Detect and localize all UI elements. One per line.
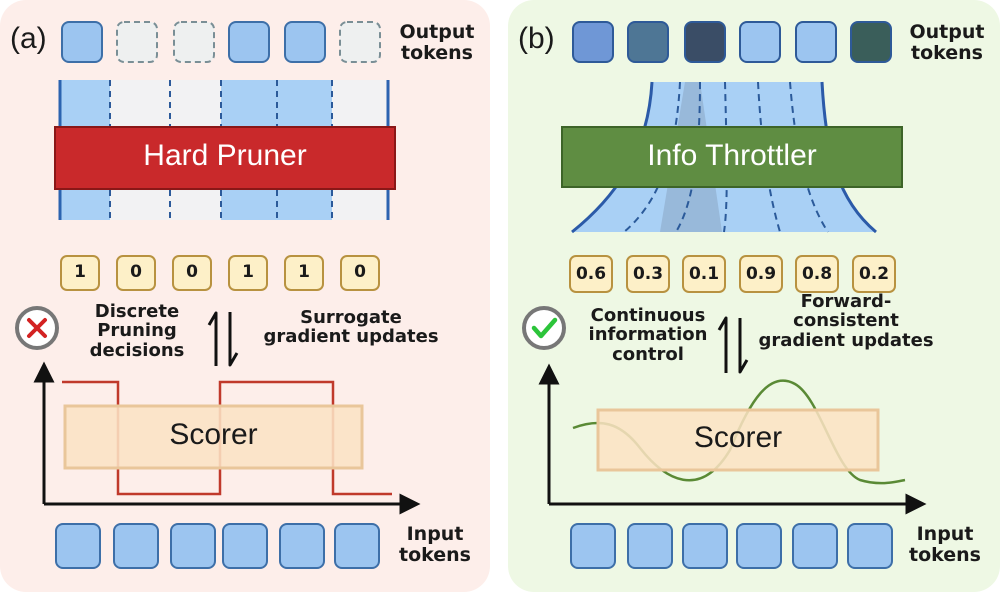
score-value: 0.1: [688, 264, 720, 284]
score-value: 0.3: [632, 264, 664, 284]
output-tokens-label-a: Output tokens: [399, 21, 475, 64]
hard-pruner-bar: [54, 126, 396, 190]
score-boxes-a: [60, 255, 380, 291]
score-value: 0: [354, 262, 366, 282]
gradient-arrows-b: [717, 316, 749, 374]
check-icon: [522, 306, 566, 350]
cross-icon: [15, 306, 59, 350]
scorer-label-b: Scorer: [693, 421, 783, 454]
score-value: 1: [298, 262, 310, 282]
axes-b: [538, 363, 927, 515]
score-value: 0: [130, 262, 142, 282]
token-box: [228, 21, 270, 63]
output-tokens-b: [572, 21, 892, 63]
input-tokens-a: [55, 523, 380, 569]
token-box-pruned: [116, 21, 158, 63]
scorer-box-b: [596, 408, 880, 472]
info-throttler-label: Info Throttler: [647, 139, 817, 172]
gradient-arrows-a: [207, 311, 239, 367]
forward-consistent-gradient-note: Forward- consistent gradient updates: [758, 291, 934, 351]
hard-pruner-label: Hard Pruner: [143, 139, 307, 172]
info-throttler-bar: [561, 126, 903, 188]
surrogate-gradient-note: Surrogate gradient updates: [263, 307, 439, 348]
token-box-pruned: [339, 21, 381, 63]
score-value: 0.2: [858, 264, 890, 284]
token-box: [61, 21, 103, 63]
discrete-decisions-note: Discrete Pruning decisions: [89, 301, 185, 361]
score-boxes-b: [569, 255, 896, 293]
scorer-label-a: Scorer: [169, 418, 258, 451]
score-value: 1: [74, 262, 86, 282]
token-box-pruned: [173, 21, 215, 63]
score-value: 1: [242, 262, 254, 282]
axes-a: [33, 361, 421, 515]
token-box: [284, 21, 326, 63]
score-value: 0.8: [801, 264, 833, 284]
input-tokens-label-a: Input tokens: [399, 523, 471, 566]
input-tokens-label-b: Input tokens: [909, 523, 981, 566]
input-tokens-b: [570, 523, 893, 569]
output-tokens-label-b: Output tokens: [909, 21, 985, 64]
output-tokens-a: [61, 21, 381, 63]
scorer-box-a: [63, 404, 364, 470]
score-value: 0.6: [575, 264, 607, 284]
score-value: 0: [186, 262, 198, 282]
score-value: 0.9: [745, 264, 777, 284]
panel-b-label: (b): [518, 22, 555, 55]
panel-a-label: (a): [10, 22, 47, 55]
continuous-control-note: Continuous information control: [588, 305, 708, 365]
